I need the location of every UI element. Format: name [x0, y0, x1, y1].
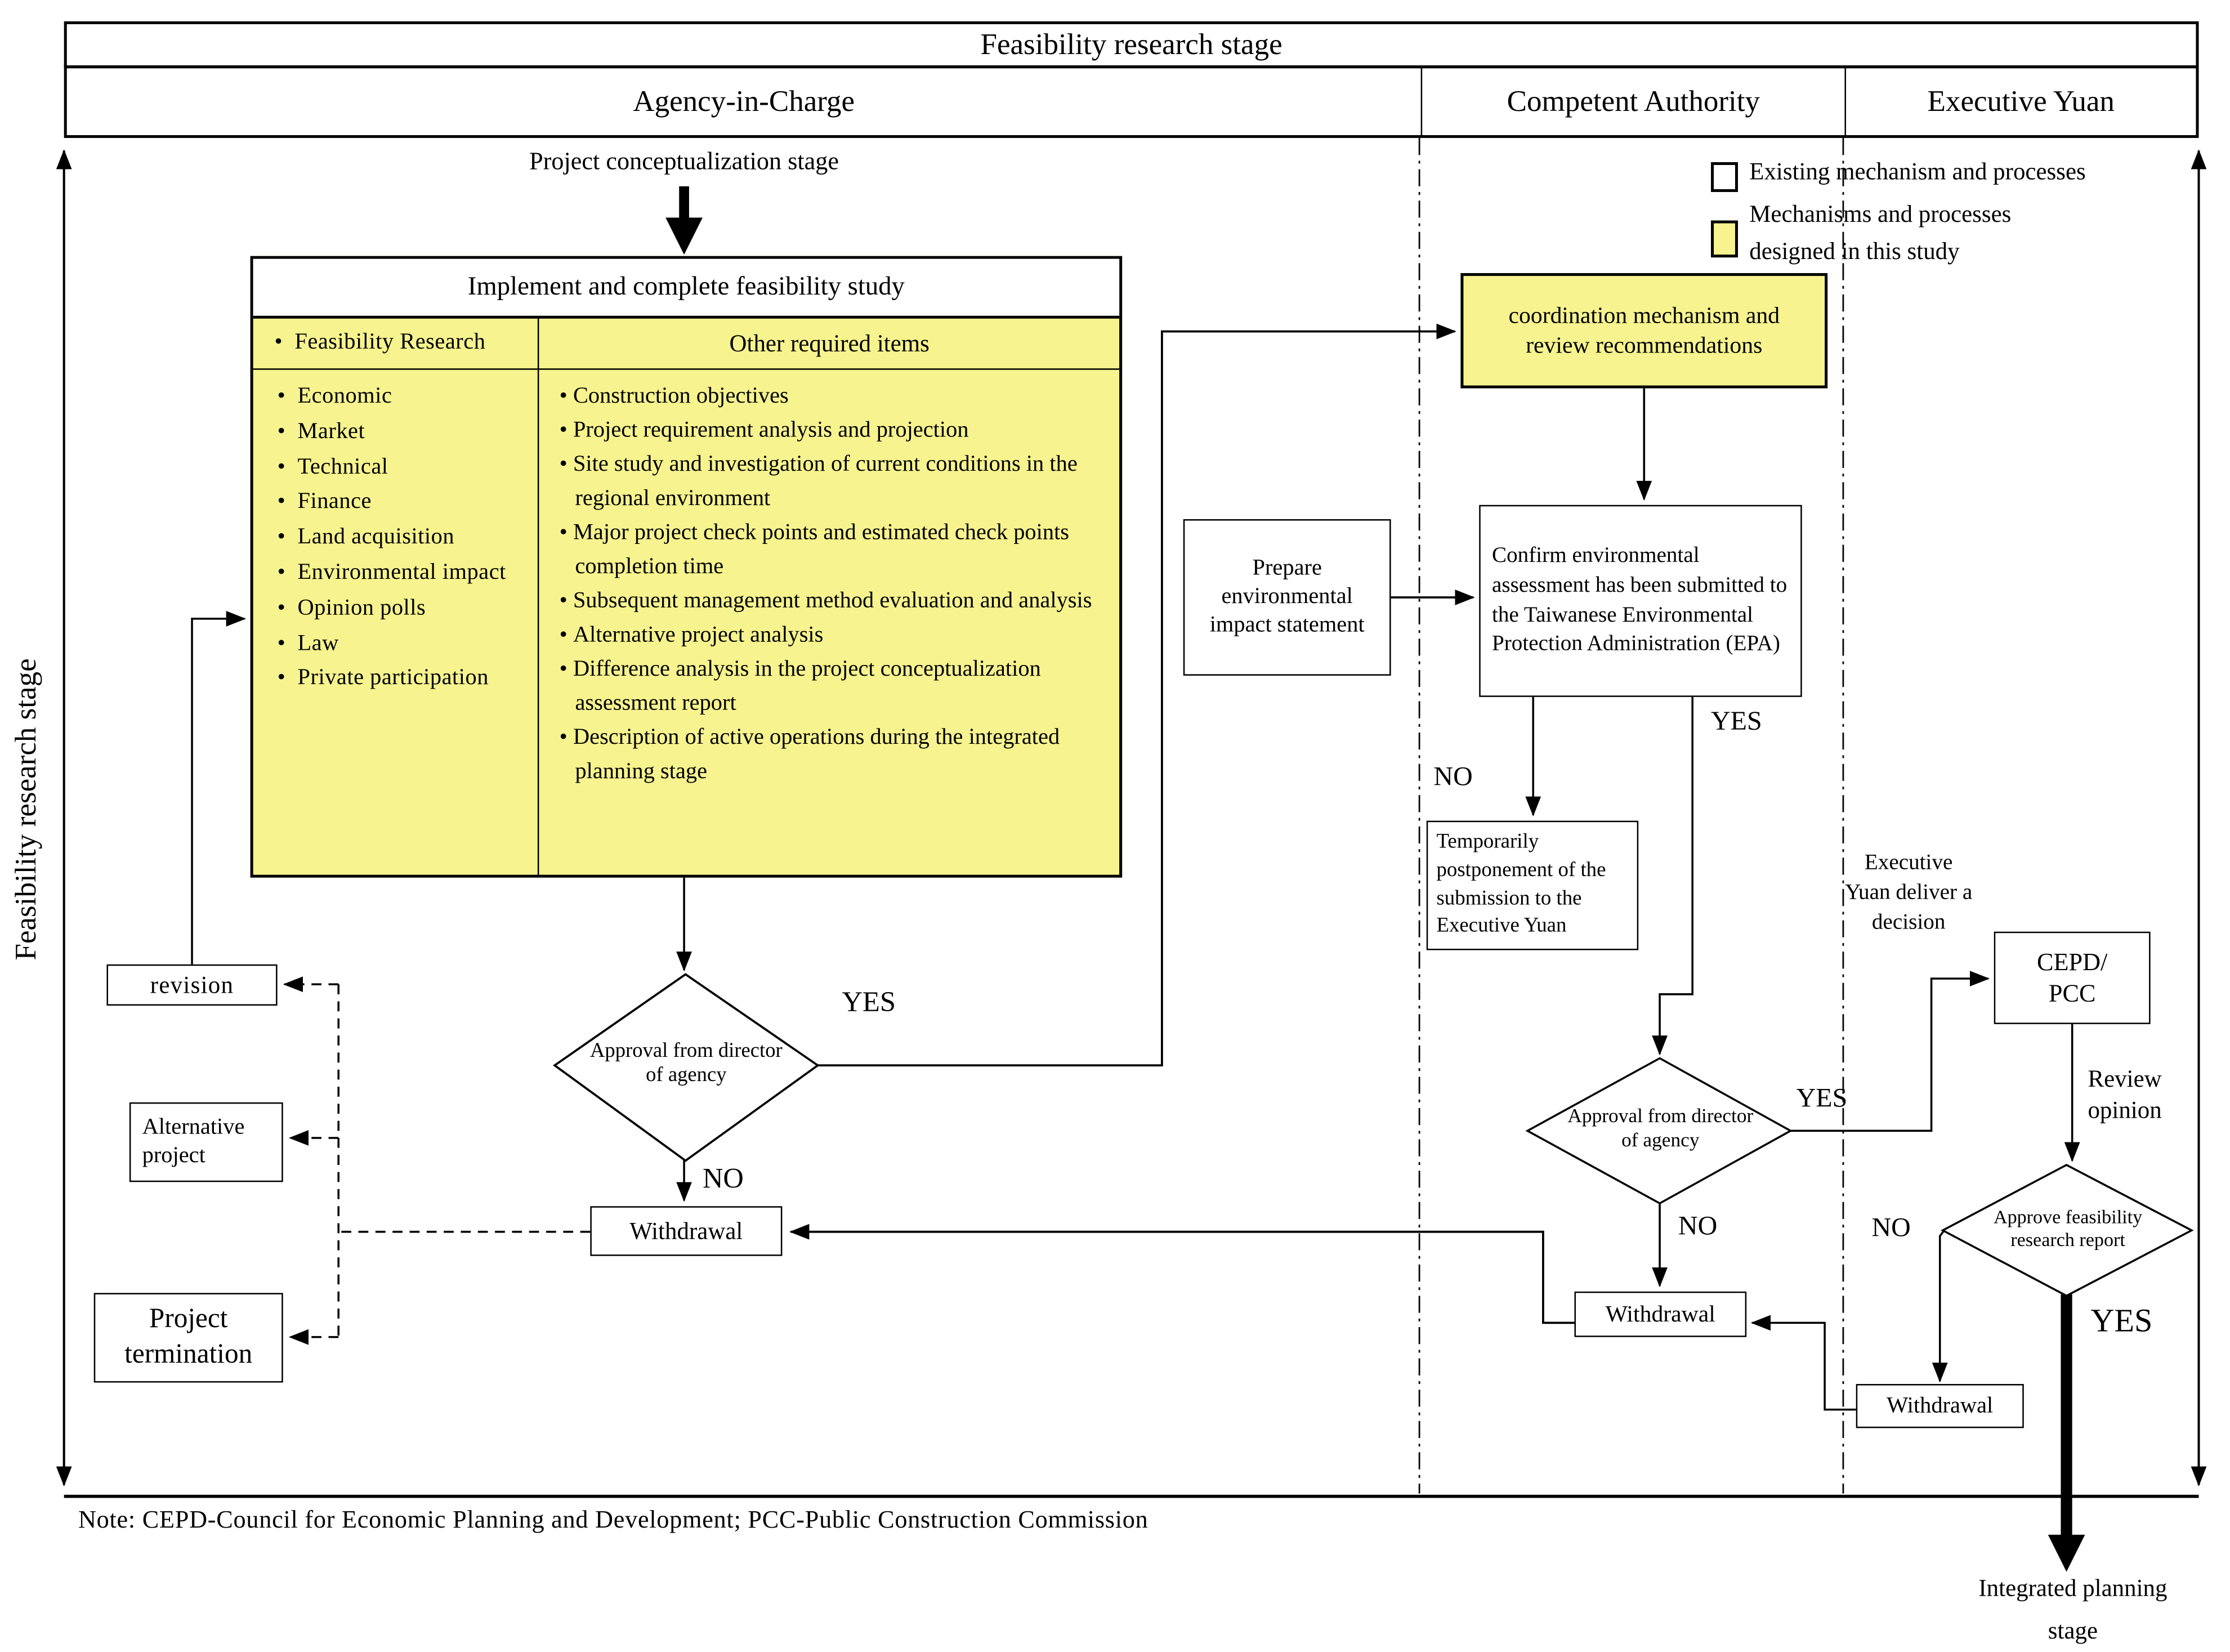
- legend-designed-swatch: [1711, 220, 1739, 258]
- confirm-epa-box: Confirm environmental assessment has bee…: [1479, 504, 1802, 697]
- approve-report-label: Approve feasibility research report: [1993, 1205, 2143, 1251]
- legend-designed-label-line2: designed in this study: [1749, 237, 1960, 265]
- other-item: Description of active operations during …: [554, 721, 1111, 789]
- other-item: Construction objectives: [554, 379, 1111, 414]
- cepd-pcc-box: CEPD/ PCC: [1994, 931, 2151, 1024]
- integrated-planning-label: Integrated planning stage: [1978, 1574, 2168, 1644]
- other-item: Alternative project analysis: [554, 619, 1111, 653]
- table-title: Implement and complete feasibility study: [253, 258, 1120, 319]
- other-item: Site study and investigation of current …: [554, 448, 1111, 516]
- revision-box: revision: [106, 964, 278, 1006]
- alternative-project-box: Alternative project: [129, 1102, 283, 1182]
- page-title: Feasibility research stage: [980, 26, 1282, 61]
- edge-label-ca-yes: YES: [1796, 1083, 1848, 1114]
- feasibility-item: Finance: [272, 485, 535, 521]
- lane-header-executive: Executive Yuan: [1846, 68, 2196, 135]
- withdrawal-executive-box: Withdrawal: [1856, 1383, 2024, 1428]
- col1-header: Feasibility Research: [253, 319, 538, 370]
- edge-label-ca-no: NO: [1678, 1212, 1718, 1242]
- agency-approval-diamond: [552, 973, 820, 1162]
- other-item: Major project check points and estimated…: [554, 516, 1111, 584]
- edge-label-confirm-no: NO: [1433, 762, 1473, 793]
- feasibility-study-table: Implement and complete feasibility study…: [250, 256, 1123, 878]
- table-col-other-items: Other required items Construction object…: [539, 319, 1120, 875]
- legend-existing-label: Existing mechanism and processes: [1749, 158, 2086, 185]
- ca-approval-diamond: [1525, 1057, 1793, 1205]
- feasibility-item: Market: [272, 415, 535, 450]
- legend-designed-label-line1: Mechanisms and processes: [1749, 200, 2012, 228]
- agency-approval-label: Approval from director of agency: [589, 1039, 783, 1087]
- feasibility-item: Environmental impact: [272, 556, 535, 592]
- feasibility-item: Opinion polls: [272, 591, 535, 627]
- lane-executive-label: Executive Yuan: [1927, 84, 2115, 118]
- lane-header-row: Agency-in-Charge Competent Authority Exe…: [64, 65, 2199, 139]
- lane-header-competent: Competent Authority: [1422, 68, 1847, 135]
- project-termination-box: Project termination: [93, 1293, 283, 1383]
- feasibility-item: Economic: [272, 379, 535, 415]
- edge-label-agency-yes: YES: [842, 987, 896, 1019]
- ca-approval-label: Approval from director of agency: [1567, 1106, 1754, 1153]
- feasibility-item: Law: [272, 627, 535, 662]
- other-item: Project requirement analysis and project…: [554, 414, 1111, 448]
- table-col-feasibility-research: Feasibility Research Economic Market Tec…: [253, 318, 540, 875]
- project-conceptualization-label: Project conceptualization stage: [529, 146, 839, 175]
- footnote: Note: CEPD-Council for Economic Planning…: [78, 1504, 1148, 1534]
- other-item: Subsequent management method evaluation …: [554, 584, 1111, 619]
- other-item: Difference analysis in the project conce…: [554, 653, 1111, 721]
- edge-label-confirm-yes: YES: [1711, 707, 1762, 737]
- prepare-eis-box: Prepare environmental impact statement: [1183, 519, 1391, 676]
- edge-label-approve-no: NO: [1871, 1213, 1911, 1243]
- page-title-row: Feasibility research stage: [64, 21, 2199, 69]
- withdrawal-competent-box: Withdrawal: [1574, 1291, 1747, 1337]
- lane-header-agency: Agency-in-Charge: [67, 68, 1423, 135]
- lane-competent-label: Competent Authority: [1507, 84, 1760, 118]
- lane-agency-label: Agency-in-Charge: [633, 84, 855, 118]
- feasibility-item: Land acquisition: [272, 521, 535, 556]
- approve-report-diamond: [1941, 1163, 2194, 1297]
- review-opinion-label: Review opinion: [2088, 1065, 2162, 1124]
- edge-label-agency-no: NO: [702, 1163, 744, 1195]
- col2-header: Other required items: [539, 319, 1120, 370]
- coordination-mechanism-box: coordination mechanism and review recomm…: [1460, 273, 1828, 389]
- exec-deliver-label: Executive Yuan deliver a decision: [1845, 850, 1973, 935]
- feasibility-item: Technical: [272, 450, 535, 486]
- edge-label-approve-yes: YES: [2090, 1302, 2153, 1339]
- legend-existing-swatch: [1711, 162, 1739, 193]
- postponement-box: Temporarily postponement of the submissi…: [1426, 820, 1639, 950]
- withdrawal-agency-box: Withdrawal: [590, 1206, 783, 1256]
- side-stage-label: Feasibility research stage: [8, 658, 43, 961]
- feasibility-item: Private participation: [272, 662, 535, 698]
